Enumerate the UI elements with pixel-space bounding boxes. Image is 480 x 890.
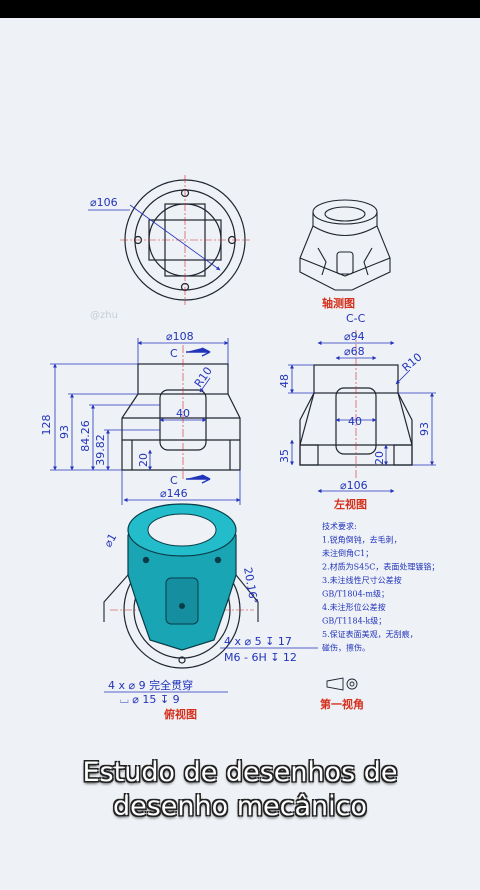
note-line: 5.保证表面美观，无刮痕， — [322, 629, 418, 639]
note-line: 1.锐角倒钝，去毛刺， — [322, 535, 402, 545]
plan-view-title: 俯视图 — [164, 707, 197, 721]
left-dim-40: 40 — [348, 415, 362, 428]
technical-notes: 技术要求: 1.锐角倒钝，去毛刺， 未注倒角C1； 2.材质为S45C，表面处理镀铬；… — [322, 521, 439, 653]
left-dim-20: 20 — [373, 451, 386, 465]
note-line: 2.材质为S45C，表面处理镀铬； — [322, 562, 439, 572]
left-diameter-106: ⌀106 — [340, 479, 368, 492]
left-view-dimensions — [288, 341, 436, 493]
caption-line-1: Estudo de desenhos de — [82, 757, 398, 788]
note-line: 未注倒角C1； — [322, 548, 373, 558]
engineering-drawing: ⌀106 @zhu 轴测图 C-C — [40, 175, 439, 721]
note-line: 3.未注线性尺寸公差按 — [322, 575, 402, 585]
top-view — [120, 175, 250, 305]
front-dim-20: 20 — [137, 453, 150, 467]
top-view-diameter-label: ⌀106 — [90, 196, 118, 209]
projection-symbol-icon — [326, 677, 358, 691]
angle-label: 20.16° — [241, 566, 260, 605]
front-diameter-bottom: ⌀146 — [160, 487, 188, 500]
front-diameter-top: ⌀108 — [166, 330, 194, 343]
section-label-cc: C-C — [346, 312, 366, 325]
left-dim-35: 35 — [278, 449, 291, 463]
isometric-view — [299, 199, 391, 291]
hole-spec-1-line1: 4 x ⌀ 5 ↧ 17 — [224, 635, 292, 648]
hole-callout-1: 4 x ⌀ 5 ↧ 17 M6 - 6H ↧ 12 — [220, 635, 318, 664]
front-radius: R10 — [192, 365, 215, 390]
highlighted-part-3d — [103, 503, 259, 651]
note-line: GB/T1184-k级； — [322, 616, 386, 626]
drawing-sheet: ⌀106 @zhu 轴测图 C-C — [0, 18, 480, 890]
front-view-dimensions — [50, 338, 241, 505]
note-line: GB/T1804-m级； — [322, 589, 389, 599]
hole-spec-2-line2: ⌴ ⌀ 15 ↧ 9 — [120, 693, 180, 706]
note-line: 技术要求: — [322, 521, 357, 531]
projection-title: 第一视角 — [320, 697, 364, 711]
left-dim-93: 93 — [418, 422, 431, 436]
front-height-128: 128 — [40, 415, 53, 436]
left-view-title: 左视图 — [333, 497, 367, 511]
section-cut-markers: C C — [170, 347, 211, 487]
left-radius: R10 — [400, 350, 425, 374]
note-line: 4.未注形位公差按 — [322, 602, 386, 612]
cut-label-bottom: C — [170, 474, 178, 487]
plan-diameter-partial: ⌀1 — [101, 531, 119, 549]
hole-callout-2: 4 x ⌀ 9 完全贯穿 ⌴ ⌀ 15 ↧ 9 — [104, 678, 228, 706]
hole-spec-1-line2: M6 - 6H ↧ 12 — [224, 651, 297, 664]
video-caption: Estudo de desenhos de desenho mecânico — [0, 756, 480, 824]
front-height-93: 93 — [58, 425, 71, 439]
left-dim-48: 48 — [278, 374, 291, 388]
front-height-8426: 84.26 — [79, 420, 92, 452]
isometric-title: 轴测图 — [322, 296, 355, 310]
watermark: @zhu — [90, 310, 118, 321]
front-height-3982: 39.82 — [94, 434, 107, 466]
caption-line-2: desenho mecânico — [112, 791, 368, 822]
hole-spec-2-line1: 4 x ⌀ 9 完全贯穿 — [108, 678, 193, 692]
left-diameter-94: ⌀94 — [344, 330, 365, 343]
cut-label-top: C — [170, 347, 178, 360]
front-dim-40: 40 — [176, 407, 190, 420]
left-diameter-68: ⌀68 — [344, 345, 365, 358]
note-line: 碰伤，擦伤。 — [322, 643, 370, 653]
